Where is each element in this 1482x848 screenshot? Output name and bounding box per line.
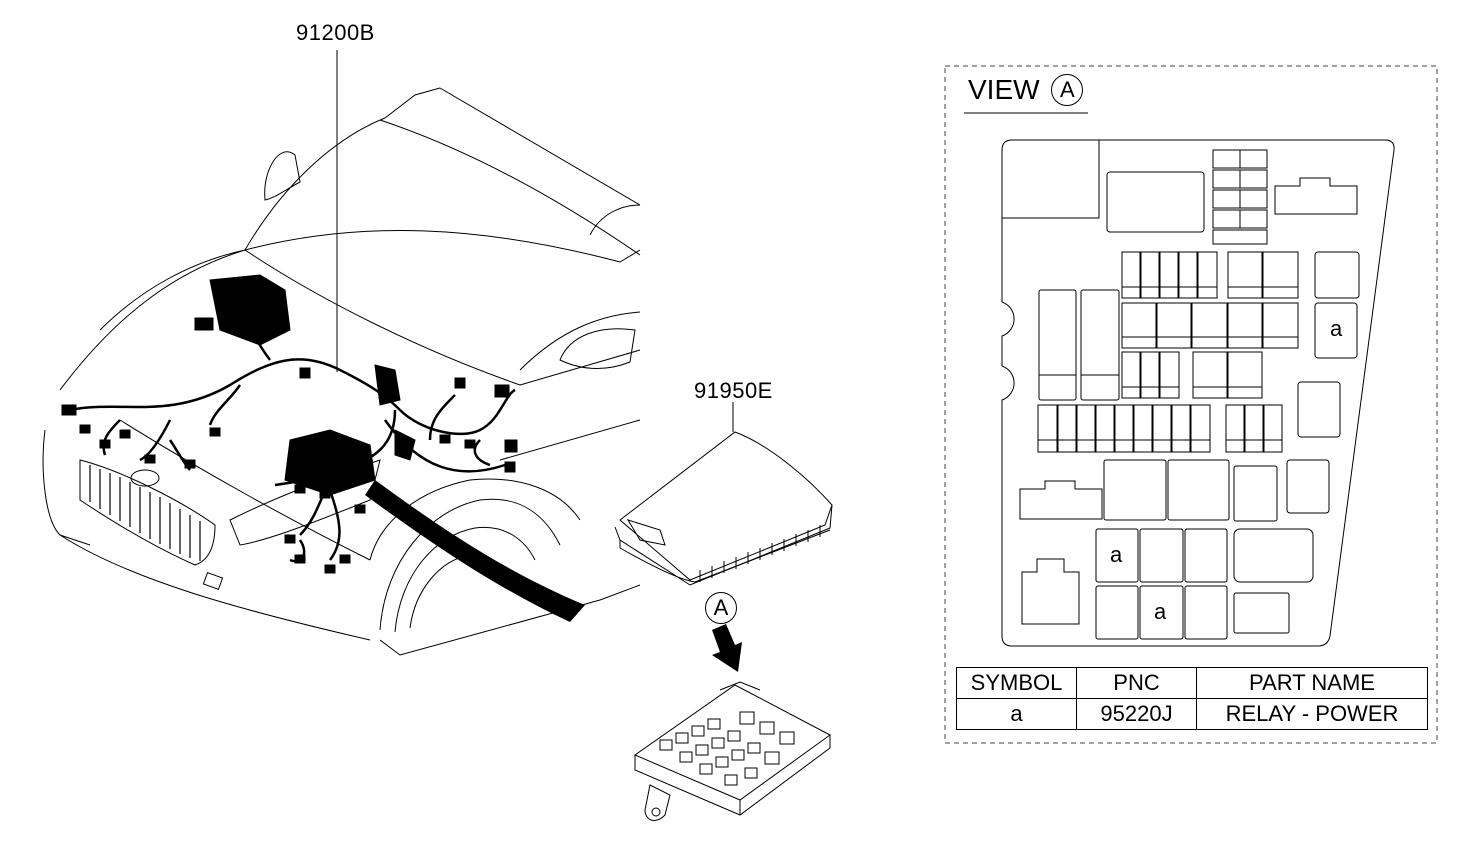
legend-pnc: 95220J bbox=[1076, 698, 1197, 730]
relay-symbol-2: a bbox=[1110, 542, 1123, 567]
view-letter-circle: A bbox=[1051, 74, 1084, 106]
legend-header-part-name: PART NAME bbox=[1196, 667, 1428, 699]
view-title-text: VIEW bbox=[968, 74, 1040, 105]
view-a-title: VIEW A bbox=[968, 74, 1084, 106]
relay-symbol-3: a bbox=[1154, 599, 1167, 624]
legend-header-pnc: PNC bbox=[1076, 667, 1197, 699]
legend-header-symbol: SYMBOL bbox=[956, 667, 1077, 699]
legend-row: a 95220J RELAY - POWER bbox=[956, 698, 1428, 730]
legend-table: SYMBOL PNC PART NAME a 95220J RELAY - PO… bbox=[956, 667, 1428, 730]
legend-header-row: SYMBOL PNC PART NAME bbox=[956, 667, 1428, 699]
part-number-cover: 91950E bbox=[694, 378, 773, 403]
part-number-harness: 91200B bbox=[296, 20, 375, 45]
relay-symbol-1: a bbox=[1330, 316, 1343, 341]
callout-a-marker: A bbox=[705, 592, 737, 624]
legend-symbol: a bbox=[956, 698, 1077, 730]
legend-part-name: RELAY - POWER bbox=[1196, 698, 1428, 730]
